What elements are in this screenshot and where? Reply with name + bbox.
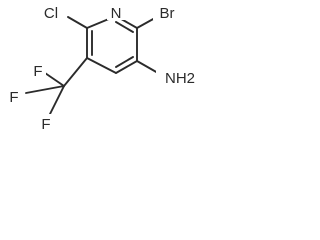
- bond-c3-n-amine: [136, 60, 159, 74]
- structural-formula: N Cl Br NH2 F F F: [6, 3, 202, 133]
- atom-label-bromine: Br: [160, 5, 175, 22]
- bond-ring-c3-c4-inner: [115, 56, 134, 68]
- bond-c5-cf3: [63, 57, 88, 87]
- bond-cf3-f-top: [44, 72, 65, 87]
- atom-label-amine: NH2: [165, 70, 195, 87]
- atom-label-fluorine-top: F: [33, 63, 42, 80]
- bond-c6-cl: [67, 16, 88, 29]
- atom-label-fluorine-left: F: [9, 89, 18, 106]
- bond-cf3-f-bottom: [49, 85, 65, 115]
- atom-label-fluorine-bottom: F: [41, 116, 50, 133]
- atom-label-nitrogen: N: [111, 5, 122, 22]
- bond-ring-n-c2-inner: [115, 21, 134, 33]
- atom-label-chlorine: Cl: [44, 5, 58, 22]
- atom-label-layer: N Cl Br NH2 F F F: [6, 3, 202, 133]
- bond-layer: [25, 15, 159, 115]
- bond-ring-c4-c5: [86, 57, 117, 74]
- bond-ring-c3-c4-outer: [115, 60, 138, 74]
- bond-c2-br: [136, 17, 156, 29]
- bond-cf3-f-left: [25, 85, 65, 94]
